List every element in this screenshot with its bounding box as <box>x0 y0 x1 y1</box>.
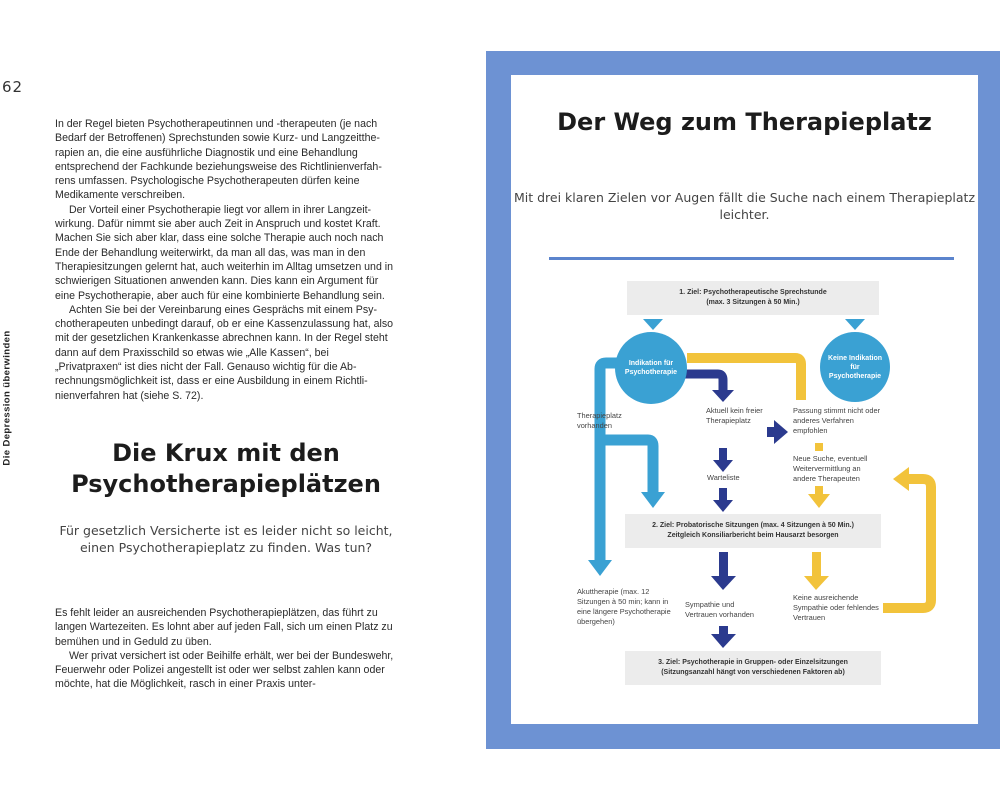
no-indication-circle: Keine Indikation für Psychotherapie <box>820 332 890 402</box>
body-text-bottom: Es fehlt leider an ausreichenden Psychot… <box>55 606 395 692</box>
info-panel <box>511 75 978 724</box>
panel-title: Der Weg zum Therapieplatz <box>557 108 932 136</box>
section-heading: Die Krux mit den Psychotherapieplätzen <box>71 439 381 498</box>
running-section-title: Die Depression überwinden <box>0 328 14 468</box>
label-passung: Passung stimmt nicht oder anderes Verfah… <box>793 406 881 435</box>
goal-1-title: 1. Ziel: Psychotherapeutische Sprechstun… <box>679 289 827 296</box>
arrow-down-icon <box>808 494 830 508</box>
label-therapieplatz: Therapieplatz vorhanden <box>577 411 622 430</box>
label-neue-suche: Neue Suche, eventuell Weitervermittlung … <box>793 454 868 483</box>
arrow-up-icon <box>893 467 909 491</box>
goal-2-subtitle: Zeitgleich Konsiliarbericht beim Hausarz… <box>667 532 839 539</box>
arrow-passung <box>687 353 806 400</box>
arrow-down-icon <box>588 560 612 576</box>
arrow-down-icon <box>845 319 865 330</box>
arrow-down-icon <box>712 390 734 402</box>
page-number: 62 <box>2 78 24 96</box>
arrow-keine-sympathie-body <box>812 552 821 578</box>
label-keine-sympathie: Keine ausreichende Sympathie oder fehlen… <box>793 593 879 622</box>
paragraph: Wer privat versichert ist oder Beihilfe … <box>55 649 394 691</box>
label-sympathie: Sympathie und Vertrauen vorhanden <box>685 600 755 619</box>
arrow-warteliste-body <box>719 448 727 462</box>
arrow-therapieplatz-goal2 <box>600 434 659 492</box>
goal-3-box: 3. Ziel: Psychotherapie in Gruppen- oder… <box>625 651 881 685</box>
goal-3-subtitle: (Sitzungsanzahl hängt von verschiedenen … <box>661 669 845 676</box>
goal-1-box: 1. Ziel: Psychotherapeutische Sprechstun… <box>627 281 879 315</box>
arrow-therapieplatz-akut <box>594 357 631 560</box>
panel-lead: Mit drei klaren Zielen vor Augen fällt d… <box>513 190 976 222</box>
arrow-sympathie-body <box>719 552 728 578</box>
arrow-down-icon <box>713 460 733 472</box>
body-text-top: In der Regel bieten Psychotherapeutinnen… <box>55 117 395 403</box>
arrow-down-icon <box>643 319 663 330</box>
goal-3-title: 3. Ziel: Psychotherapie in Gruppen- oder… <box>658 659 848 666</box>
section-lead: Für gesetzlich Versicherte ist es leider… <box>59 523 393 555</box>
arrow-right-body <box>767 427 775 437</box>
paragraph: In der Regel bieten Psychotherapeutinnen… <box>55 118 382 202</box>
paragraph: Der Vorteil einer Psychotherapie liegt v… <box>55 203 394 302</box>
goal-2-title: 2. Ziel: Probatorische Sitzungen (max. 4… <box>652 522 854 529</box>
yellow-marker <box>815 443 823 451</box>
label-akuttherapie: Akuttherapie (max. 12 Sitzungen à 50 min… <box>577 587 671 626</box>
indication-circle: Indikation für Psychotherapie <box>615 332 687 404</box>
goal-1-subtitle: (max. 3 Sitzungen à 50 Min.) <box>706 299 800 306</box>
panel-divider <box>549 257 954 260</box>
arrow-right-icon <box>774 420 788 444</box>
arrow-neue-suche-body <box>815 486 823 496</box>
arrow-loop-back <box>883 474 936 613</box>
paragraph: Es fehlt leider an ausreichenden Psychot… <box>55 607 393 648</box>
arrow-kein-platz <box>669 369 728 392</box>
arrow-goal3-body <box>719 626 728 636</box>
arrow-down-icon <box>711 634 736 648</box>
no-indication-circle-label: Keine Indikation für Psychotherapie <box>827 354 883 380</box>
arrow-down-icon <box>804 576 829 590</box>
goal-2-box: 2. Ziel: Probatorische Sitzungen (max. 4… <box>625 514 881 548</box>
flowchart: 1. Ziel: Psychotherapeutische Sprechstun… <box>511 270 978 710</box>
label-kein-platz: Aktuell kein freier Therapie­platz <box>706 406 763 425</box>
label-warteliste: Warteliste <box>707 473 740 482</box>
paragraph: Achten Sie bei der Vereinbarung eines Ge… <box>55 303 394 402</box>
flowchart-arrows <box>588 319 936 648</box>
arrow-goal2-body <box>719 488 727 502</box>
running-section-title-text: Die Depression überwinden <box>1 330 13 466</box>
arrow-down-icon <box>641 492 665 508</box>
arrow-down-icon <box>713 500 733 512</box>
arrow-down-icon <box>711 576 736 590</box>
indication-circle-label: Indikation für Psychotherapie <box>624 360 678 376</box>
